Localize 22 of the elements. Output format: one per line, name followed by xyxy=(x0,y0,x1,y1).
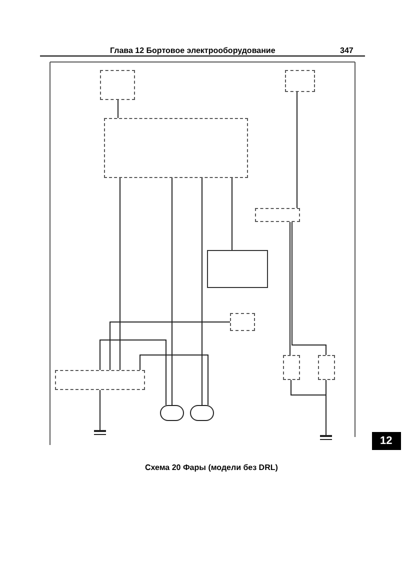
chapter-tab: 12 xyxy=(372,432,402,450)
component-box xyxy=(255,208,300,222)
connector-plug xyxy=(160,405,184,421)
connector-plug xyxy=(190,405,214,421)
page-number: 347 xyxy=(340,46,354,55)
component-box xyxy=(100,70,135,100)
wire xyxy=(110,322,230,370)
component-box xyxy=(318,355,335,380)
wire xyxy=(140,354,208,406)
wire xyxy=(296,92,298,208)
component-box xyxy=(285,70,315,92)
component-box xyxy=(207,250,268,288)
component-box xyxy=(230,313,255,331)
wire xyxy=(292,222,326,356)
figure-caption: Схема 20 Фары (модели без DRL) xyxy=(145,463,278,472)
ground-symbol xyxy=(320,435,332,440)
chapter-heading: Глава 12 Бортовое электрооборудование xyxy=(110,46,276,55)
wire xyxy=(100,340,166,406)
component-box xyxy=(283,355,300,380)
ground-symbol xyxy=(94,430,106,435)
component-box xyxy=(55,370,145,390)
component-box xyxy=(104,118,248,178)
